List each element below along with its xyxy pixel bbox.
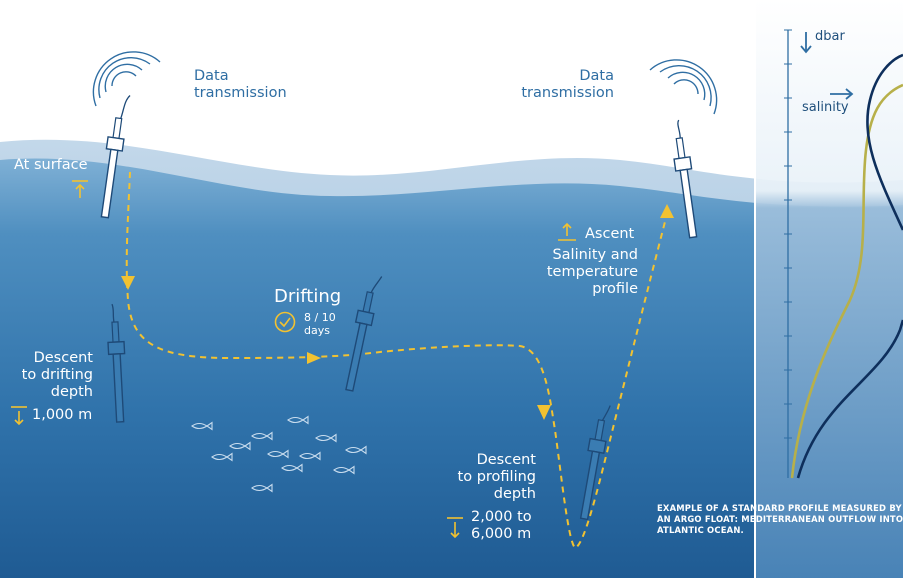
profile-caption: EXAMPLE OF A STANDARD PROFILE MEASURED B… (657, 503, 903, 535)
clock-check-icon (274, 311, 296, 333)
data-transmission-label-left: Data transmission (194, 68, 287, 102)
argo-float-icon (100, 95, 131, 219)
argo-float-icon (579, 405, 611, 521)
salinity-profile-line (790, 83, 903, 479)
float-cycle-path (125, 171, 669, 550)
sea-body (0, 158, 903, 578)
descent-drifting-label: Descent to drifting depth (21, 350, 93, 401)
drifting-days-label: 8 / 10 days (304, 311, 336, 337)
temperature-profile-line (796, 53, 903, 479)
arrow-down-icon (447, 517, 463, 539)
arrow-right-icon (830, 88, 854, 100)
profiling-depth-label: 2,000 to 6,000 m (471, 509, 532, 543)
data-transmission-label-right: Data transmission (521, 68, 614, 102)
argo-float-icon (107, 303, 126, 423)
arrow-up-icon (558, 222, 576, 241)
drifting-depth-label: 1,000 m (32, 407, 93, 423)
ascent-label: Ascent (585, 226, 635, 242)
arrow-up-icon (72, 180, 88, 198)
salinity-label: salinity (802, 100, 849, 115)
argo-float-icon (345, 276, 383, 392)
drifting-label: Drifting (274, 286, 342, 307)
profile-axis-label: dbar (815, 29, 845, 44)
at-surface-label: At surface (14, 157, 88, 173)
radio-waves-icon (649, 59, 718, 115)
profile-panel (754, 0, 903, 578)
arrow-down-icon (800, 32, 812, 54)
argo-float-icon (673, 119, 698, 239)
ascent-description: Salinity and temperature profile (546, 247, 638, 298)
descent-profiling-label: Descent to profiling depth (457, 452, 536, 503)
arrow-down-icon (11, 406, 27, 426)
radio-waves-icon (92, 51, 161, 107)
